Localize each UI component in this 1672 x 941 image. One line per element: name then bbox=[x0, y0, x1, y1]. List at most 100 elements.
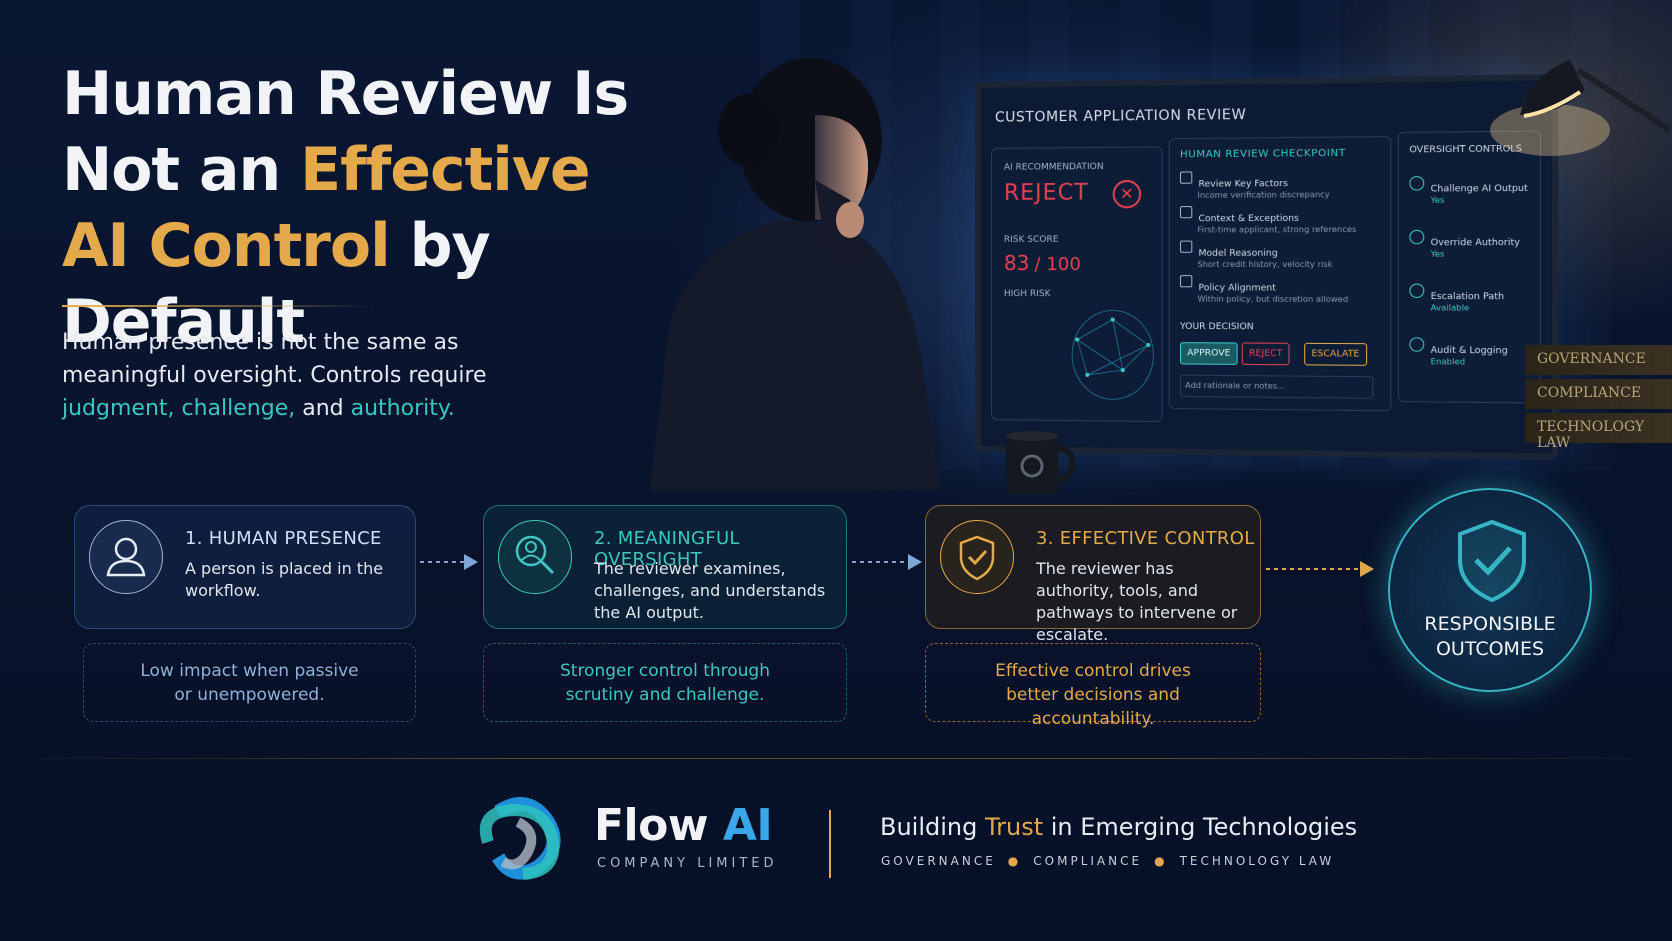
brand-name: Flow AI bbox=[594, 800, 772, 851]
footer-divider bbox=[0, 758, 1672, 759]
step-note: Stronger control through scrutiny and ch… bbox=[483, 643, 847, 722]
control-label: Challenge AI Output bbox=[1431, 184, 1528, 195]
checkpoint-item-title: Review Key Factors bbox=[1198, 179, 1287, 190]
step-card-human-presence: 1. HUMAN PRESENCE A person is placed in … bbox=[74, 505, 416, 629]
step-desc: A person is placed in the workflow. bbox=[185, 558, 410, 602]
law-books: GOVERNANCE COMPLIANCE TECHNOLOGY LAW bbox=[1525, 345, 1672, 447]
headline-effective: Effective bbox=[300, 135, 590, 205]
coffee-mug-icon bbox=[1004, 428, 1076, 498]
pillar-compliance: COMPLIANCE bbox=[1033, 854, 1142, 868]
keyword-judgment: judgment, bbox=[62, 396, 175, 421]
risk-score-total: / 100 bbox=[1034, 254, 1080, 275]
checkpoint-item[interactable]: Context & Exceptions First-time applican… bbox=[1180, 205, 1383, 234]
brand-flow: Flow bbox=[594, 800, 723, 851]
checkpoint-item-detail: Within policy, but discretion allowed bbox=[1197, 294, 1382, 304]
step-note: Low impact when passive or unempowered. bbox=[83, 643, 416, 722]
control-item: Audit & Logging Enabled bbox=[1409, 337, 1507, 367]
footer-separator bbox=[829, 810, 831, 878]
brand-subtitle: COMPANY LIMITED bbox=[597, 856, 778, 871]
shield-check-icon bbox=[1452, 516, 1532, 606]
book-technology-law: TECHNOLOGY LAW bbox=[1525, 413, 1672, 443]
person-search-icon bbox=[498, 520, 572, 594]
arrow-right-icon bbox=[420, 550, 480, 574]
shield-check-icon bbox=[940, 520, 1014, 594]
notes-input[interactable]: Add rationale or notes... bbox=[1180, 375, 1373, 399]
checkpoint-item[interactable]: Model Reasoning Short credit history, ve… bbox=[1180, 240, 1383, 269]
review-monitor: CUSTOMER APPLICATION REVIEW AI RECOMMEND… bbox=[975, 74, 1558, 460]
reject-button[interactable]: REJECT bbox=[1242, 342, 1290, 365]
step-note-text: Low impact when passive or unempowered. bbox=[135, 659, 365, 707]
check-circle-icon bbox=[1409, 337, 1424, 352]
headline-line2a: Not an bbox=[62, 135, 300, 205]
step-note-text: Effective control drives better decision… bbox=[968, 659, 1218, 731]
step-title: 3. EFFECTIVE CONTROL bbox=[1036, 528, 1255, 549]
step-desc: The reviewer examines, challenges, and u… bbox=[594, 558, 834, 624]
footer-pillars: GOVERNANCE ● COMPLIANCE ● TECHNOLOGY LAW bbox=[881, 854, 1334, 868]
control-label: Escalation Path bbox=[1431, 292, 1505, 303]
arrow-right-icon bbox=[852, 550, 924, 574]
tagline-trust: Trust bbox=[985, 813, 1043, 841]
control-value: Available bbox=[1431, 303, 1505, 313]
checkpoint-item[interactable]: Review Key Factors Income verification d… bbox=[1180, 170, 1383, 200]
checkpoint-item-detail: Short credit history, velocity risk bbox=[1197, 260, 1382, 269]
outcome-text: RESPONSIBLE OUTCOMES bbox=[1390, 612, 1590, 662]
ai-rec-label: AI RECOMMENDATION bbox=[1004, 162, 1104, 173]
subtitle-text: Human presence is not the same as meanin… bbox=[62, 330, 487, 388]
control-label: Override Authority bbox=[1431, 238, 1520, 249]
subtitle-and: and bbox=[295, 396, 350, 421]
control-label: Audit & Logging bbox=[1431, 346, 1508, 357]
headline-ai-control: AI Control bbox=[62, 211, 390, 281]
control-item: Escalation Path Available bbox=[1409, 284, 1504, 313]
control-value: Enabled bbox=[1431, 357, 1508, 367]
brand-ai: AI bbox=[723, 800, 772, 851]
reviewer-illustration bbox=[640, 20, 1000, 490]
human-review-checkpoint-panel: HUMAN REVIEW CHECKPOINT Review Key Facto… bbox=[1169, 136, 1392, 411]
tagline-a: Building bbox=[880, 813, 985, 841]
headline-line1: Human Review Is bbox=[62, 59, 628, 129]
checkpoint-item-title: Model Reasoning bbox=[1198, 249, 1277, 259]
flow-ai-logo-icon bbox=[468, 792, 580, 882]
risk-score-value: 83 bbox=[1004, 251, 1029, 275]
checkpoint-item-title: Policy Alignment bbox=[1198, 283, 1275, 293]
headline-underline bbox=[62, 305, 372, 307]
step-note-text: Stronger control through scrutiny and ch… bbox=[555, 659, 775, 707]
check-circle-icon bbox=[1409, 230, 1424, 244]
step-note: Effective control drives better decision… bbox=[925, 643, 1261, 722]
risk-level: HIGH RISK bbox=[1004, 289, 1051, 299]
checkpoint-item-title: Context & Exceptions bbox=[1198, 214, 1298, 225]
step-title: 1. HUMAN PRESENCE bbox=[185, 528, 382, 549]
check-circle-icon bbox=[1409, 176, 1424, 191]
checkpoint-title: HUMAN REVIEW CHECKPOINT bbox=[1180, 148, 1346, 161]
pillar-governance: GOVERNANCE bbox=[881, 854, 996, 868]
outcome-line1: RESPONSIBLE bbox=[1390, 612, 1590, 637]
check-circle-icon bbox=[1409, 284, 1424, 298]
headline: Human Review Is Not an Effective AI Cont… bbox=[62, 56, 702, 360]
book-compliance: COMPLIANCE bbox=[1525, 379, 1672, 409]
ai-recommendation-panel: AI RECOMMENDATION REJECT ✕ RISK SCORE 83… bbox=[991, 146, 1163, 422]
desk-lamp-icon bbox=[1490, 20, 1670, 160]
monitor-title: CUSTOMER APPLICATION REVIEW bbox=[995, 107, 1246, 126]
keyword-challenge: challenge, bbox=[175, 396, 296, 421]
arrow-right-icon bbox=[1266, 557, 1376, 581]
risk-score-label: RISK SCORE bbox=[1004, 235, 1059, 245]
checkbox-icon[interactable] bbox=[1180, 275, 1192, 287]
subtitle: Human presence is not the same as meanin… bbox=[62, 326, 502, 425]
checkpoint-item[interactable]: Policy Alignment Within policy, but disc… bbox=[1180, 275, 1383, 304]
oversight-controls-panel: OVERSIGHT CONTROLS Challenge AI Output Y… bbox=[1398, 130, 1541, 403]
tagline-c: in Emerging Technologies bbox=[1043, 813, 1357, 841]
control-item: Challenge AI Output Yes bbox=[1409, 175, 1528, 205]
checkbox-icon[interactable] bbox=[1180, 171, 1192, 183]
escalate-button[interactable]: ESCALATE bbox=[1304, 343, 1367, 366]
bullet-dot: ● bbox=[1008, 854, 1021, 868]
checkbox-icon[interactable] bbox=[1180, 206, 1192, 218]
control-value: Yes bbox=[1431, 195, 1528, 205]
approve-button[interactable]: APPROVE bbox=[1180, 342, 1238, 365]
bullet-dot: ● bbox=[1154, 854, 1167, 868]
decision-label: YOUR DECISION bbox=[1180, 322, 1254, 333]
step-card-meaningful-oversight: 2. MEANINGFUL OVERSIGHT The reviewer exa… bbox=[483, 505, 847, 629]
responsible-outcomes-badge: RESPONSIBLE OUTCOMES bbox=[1388, 488, 1592, 692]
neural-brain-icon bbox=[1062, 299, 1158, 411]
pillar-technology-law: TECHNOLOGY LAW bbox=[1180, 854, 1335, 868]
checkbox-icon[interactable] bbox=[1180, 241, 1192, 253]
tagline: Building Trust in Emerging Technologies bbox=[880, 813, 1357, 841]
